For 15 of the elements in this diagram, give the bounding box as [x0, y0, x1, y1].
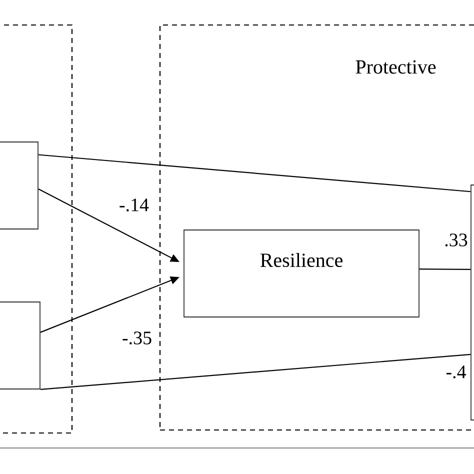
box [184, 230, 420, 318]
group-title: Protective [356, 60, 436, 74]
box-label: Resilience [260, 252, 342, 268]
edge-label: .33 [443, 232, 469, 248]
connector-line [419, 268, 471, 270]
box [0, 302, 40, 390]
edge-label: -.35 [120, 330, 154, 346]
group-box [0, 24, 73, 434]
box [0, 142, 38, 230]
edge-label: -.4 [444, 364, 468, 380]
connector-line [40, 354, 471, 390]
box [470, 184, 474, 420]
group-box [159, 24, 474, 431]
edge-label: -.14 [118, 198, 150, 212]
connector-line [38, 154, 471, 192]
